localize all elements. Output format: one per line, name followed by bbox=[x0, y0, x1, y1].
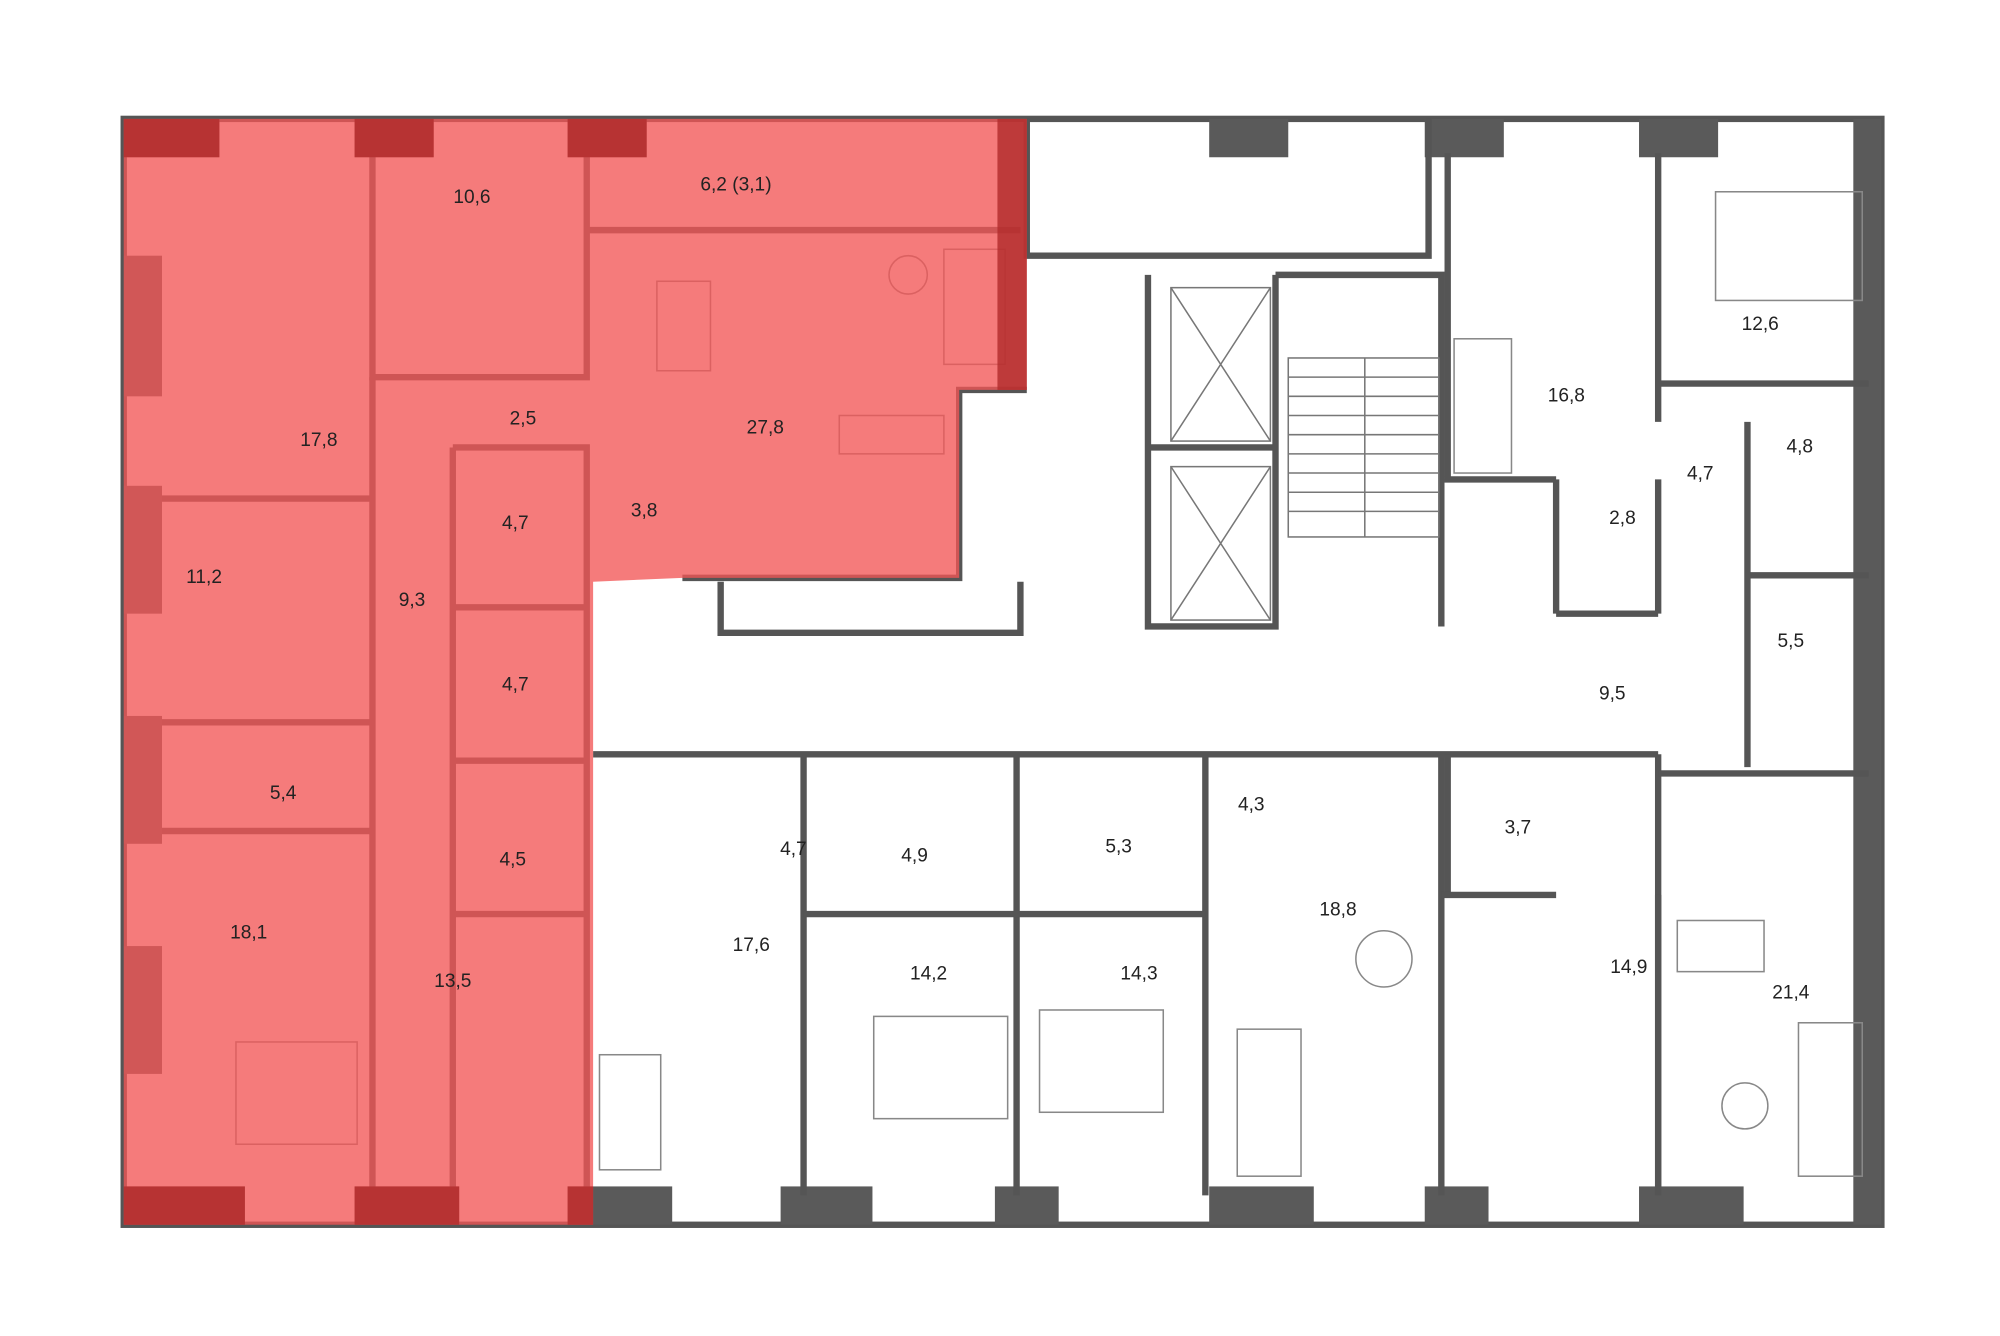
selected-apartment-walls bbox=[123, 118, 1027, 1225]
room-area: 18,8 bbox=[1319, 899, 1356, 920]
selected-apartment-room-labels: 6,2 (3,1) 10,6 17,8 2,5 27,8 3,8 4,7 9,3… bbox=[186, 174, 784, 992]
room-area: 4,7 bbox=[502, 513, 529, 534]
room-area: 14,9 bbox=[1610, 957, 1647, 978]
room-area: 4,9 bbox=[901, 846, 928, 867]
room-area: 5,3 bbox=[1105, 837, 1132, 858]
room-area: 4,7 bbox=[502, 674, 529, 695]
room-area: 4,7 bbox=[1687, 463, 1714, 484]
room-area-balcony: 6,2 (3,1) bbox=[700, 174, 771, 195]
room-area-living-kitchen: 27,8 bbox=[747, 417, 784, 438]
room-area: 10,6 bbox=[453, 187, 490, 208]
room-area: 13,5 bbox=[434, 971, 471, 992]
room-area: 12,6 bbox=[1742, 314, 1779, 335]
room-area: 18,1 bbox=[230, 922, 267, 943]
room-area: 2,8 bbox=[1609, 508, 1636, 529]
room-area: 4,3 bbox=[1238, 794, 1265, 815]
room-area: 21,4 bbox=[1772, 982, 1810, 1003]
room-area: 4,7 bbox=[780, 839, 807, 860]
room-area: 14,2 bbox=[910, 963, 947, 984]
room-area: 16,8 bbox=[1548, 385, 1585, 406]
room-area: 3,7 bbox=[1505, 817, 1532, 838]
room-area: 2,5 bbox=[510, 408, 537, 429]
room-area: 5,4 bbox=[270, 783, 297, 804]
room-area: 3,8 bbox=[631, 500, 658, 521]
room-area-corridor: 9,3 bbox=[399, 590, 426, 611]
room-area: 14,3 bbox=[1120, 963, 1157, 984]
room-area: 17,6 bbox=[733, 935, 770, 956]
other-room-labels: 16,8 12,6 4,7 4,8 2,8 5,5 9,5 4,3 3,7 4,… bbox=[733, 314, 1813, 1004]
selected-apartment-highlight[interactable] bbox=[123, 118, 1027, 1225]
room-area: 4,8 bbox=[1786, 437, 1813, 458]
room-area: 9,5 bbox=[1599, 683, 1626, 704]
room-area: 4,5 bbox=[499, 849, 526, 870]
room-area: 5,5 bbox=[1778, 631, 1805, 652]
room-area: 11,2 bbox=[186, 567, 222, 588]
room-area: 17,8 bbox=[300, 430, 337, 451]
